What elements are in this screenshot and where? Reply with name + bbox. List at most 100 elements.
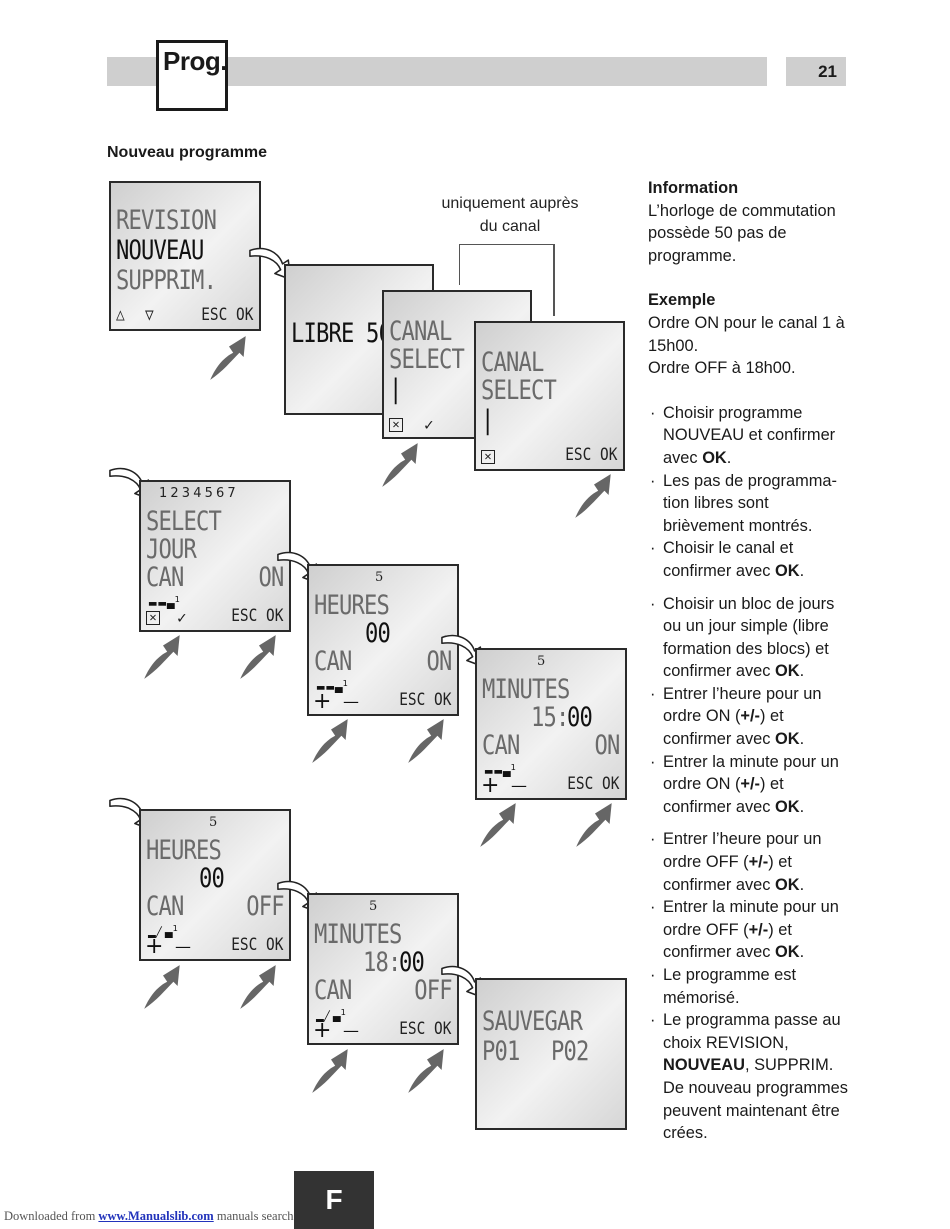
esc-ok-label: ESC OK (399, 690, 451, 710)
step-item: Entrer l’heure pour un ordre OFF (+/-) e… (648, 828, 853, 896)
up-arrow-icon[interactable]: △ (116, 305, 125, 325)
channel-value: | (481, 405, 494, 436)
cancel-box-icon[interactable]: ✕ (146, 611, 160, 625)
can-label: CAN (314, 646, 352, 677)
channel-annotation: uniquement auprès du canal (430, 192, 590, 238)
esc-label: ESC (230, 935, 257, 955)
cancel-box-icon[interactable]: ✕ (389, 418, 403, 432)
info-heading: Information (648, 179, 739, 197)
program-p01: P01 (482, 1036, 520, 1067)
step-item: Entrer la minute pour un ordre OFF (+/-)… (648, 896, 853, 964)
annotation-line1: uniquement auprès (441, 195, 579, 212)
press-arrow-icon (237, 633, 281, 681)
switch-on-icon: ▬▬▄1 (316, 678, 348, 694)
plus-icon[interactable]: + (313, 689, 332, 714)
time-hours: 15: (531, 702, 569, 733)
example-line1: Ordre ON pour le canal 1 à 15h00. (648, 313, 845, 355)
steps-list: Choisir programme NOUVEAU et confirmer a… (648, 402, 853, 1145)
esc-label: ESC (398, 1019, 425, 1039)
save-label: SAUVEGAR (482, 1006, 583, 1037)
down-arrow-icon[interactable]: ▽ (145, 305, 154, 325)
switch-off-icon: ▂╱ ▄1 (316, 1007, 346, 1023)
download-prefix: Downloaded from (4, 1209, 99, 1223)
press-arrow-icon (141, 963, 185, 1011)
step-item: Le programma passe au choix REVISION, NO… (648, 1009, 853, 1145)
plus-icon[interactable]: + (313, 1018, 332, 1043)
channel-value: | (389, 374, 402, 405)
menu-option-supprim[interactable]: SUPPRIM. (116, 265, 217, 296)
press-arrow-icon (405, 1047, 449, 1095)
step-gap (648, 583, 853, 593)
press-arrow-icon (309, 717, 353, 765)
ok-label: OK (599, 445, 617, 465)
esc-label: ESC (398, 690, 425, 710)
press-arrow-icon (573, 801, 617, 849)
plus-icon[interactable]: + (145, 934, 164, 959)
section-tab-label: Prog. (163, 46, 227, 76)
esc-ok-label: ESC OK (399, 1019, 451, 1039)
ok-label: OK (235, 305, 253, 325)
press-arrow-icon (572, 472, 616, 520)
can-label: CAN (146, 891, 184, 922)
check-icon[interactable]: ✓ (177, 608, 187, 627)
check-icon[interactable]: ✓ (424, 415, 434, 434)
manualslib-link[interactable]: www.Manualslib.com (98, 1209, 214, 1223)
minutes-value[interactable]: 00 (399, 947, 425, 978)
selected-day: 5 (537, 654, 546, 669)
state-label: ON (258, 562, 285, 593)
cancel-box-icon[interactable]: ✕ (481, 450, 495, 464)
selected-day: 5 (369, 899, 378, 914)
hours-value[interactable]: 00 (199, 863, 225, 894)
download-notice: Downloaded from www.Manualslib.com manua… (4, 1209, 330, 1224)
weekday-numbers: 1 2 3 4 5 6 7 (159, 486, 236, 501)
step-item: Les pas de programma-tion libres sont br… (648, 470, 853, 538)
lcd-screen-day-select: 1 2 3 4 5 6 7 SELECT JOUR CAN ON ▬▬▄1 ✕ … (139, 480, 291, 632)
section-tab: Prog. (156, 40, 228, 111)
step-item: Choisir un bloc de jours ou un jour simp… (648, 593, 853, 683)
can-label: CAN (146, 562, 184, 593)
lcd-screen-minutes-off: 5 MINUTES 18: 00 CAN OFF ▂╱ ▄1 + — ESC O… (307, 893, 459, 1045)
lcd-screen-menu: REVISION NOUVEAU SUPPRIM. △ ▽ ESC OK (109, 181, 261, 331)
plus-icon[interactable]: + (481, 773, 500, 798)
selected-day: 5 (209, 815, 218, 830)
ok-label: OK (433, 1019, 451, 1039)
info-text: L’horloge de commutation possède 50 pas … (648, 201, 836, 265)
press-arrow-icon (477, 801, 521, 849)
esc-ok-label: ESC OK (567, 774, 619, 794)
ok-label: OK (265, 606, 283, 626)
menu-option-revision[interactable]: REVISION (116, 205, 217, 236)
step-item: Le programme est mémorisé. (648, 964, 853, 1009)
lcd-screen-minutes-on: 5 MINUTES 15: 00 CAN ON ▬▬▄1 + — ESC OK (475, 648, 627, 800)
channel-label: CANAL (481, 347, 544, 378)
minutes-value[interactable]: 00 (567, 702, 593, 733)
minus-icon[interactable]: — (175, 937, 191, 956)
program-p02: P02 (551, 1036, 589, 1067)
language-tab: F (294, 1171, 374, 1229)
channel-superscript: 1 (172, 923, 178, 933)
minus-icon[interactable]: — (343, 692, 359, 711)
can-label: CAN (314, 975, 352, 1006)
lcd-screen-hours-off: 5 HEURES 00 CAN OFF ▂╱ ▄1 + — ESC OK (139, 809, 291, 961)
esc-label: ESC (564, 445, 591, 465)
minutes-label: MINUTES (482, 674, 570, 705)
annotation-line2: du canal (479, 218, 541, 235)
minutes-label: MINUTES (314, 919, 402, 950)
section-title: Nouveau programme (107, 144, 268, 161)
minus-icon[interactable]: — (343, 1021, 359, 1040)
hours-value[interactable]: 00 (365, 618, 391, 649)
select-label: SELECT (481, 375, 557, 406)
menu-option-nouveau[interactable]: NOUVEAU (116, 235, 204, 266)
press-arrow-icon (309, 1047, 353, 1095)
press-arrow-icon (405, 717, 449, 765)
can-label: CAN (482, 730, 520, 761)
esc-ok-label: ESC OK (231, 606, 283, 626)
minus-icon[interactable]: — (511, 776, 527, 795)
press-arrow-icon (141, 633, 185, 681)
step-item: Choisir programme NOUVEAU et confirmer a… (648, 402, 853, 470)
hours-label: HEURES (314, 590, 390, 621)
free-steps-text: LIBRE 50 (291, 318, 392, 349)
selected-day: 5 (375, 570, 384, 585)
step-item: Entrer la minute pour un ordre ON (+/-) … (648, 751, 853, 819)
ok-label: OK (601, 774, 619, 794)
step-item: Choisir le canal et confirmer avec OK. (648, 537, 853, 582)
